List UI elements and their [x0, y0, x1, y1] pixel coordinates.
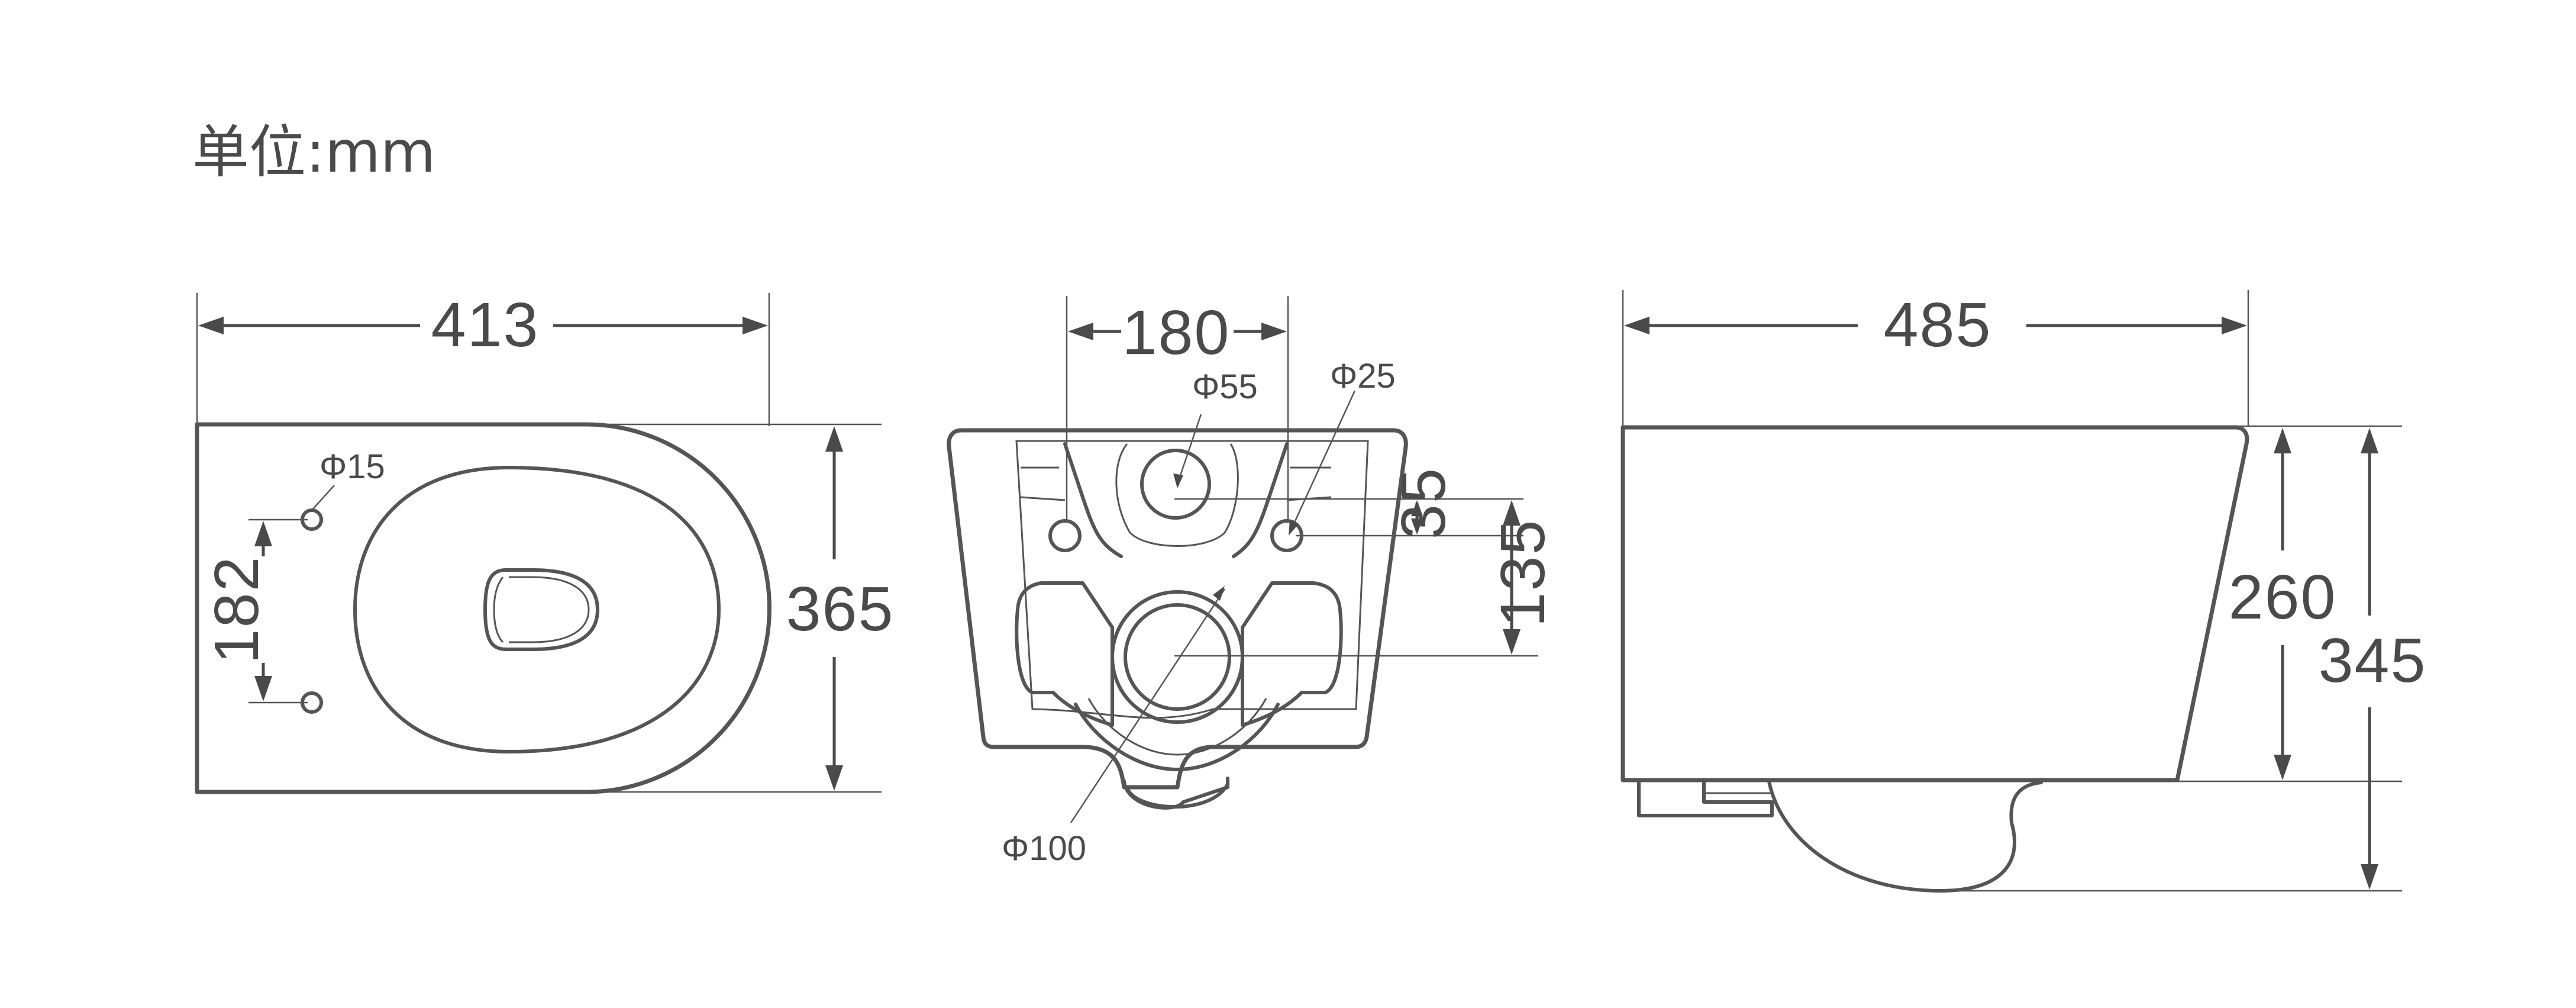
side-view-outline [1621, 425, 2249, 782]
drain-pipe [1122, 777, 1229, 810]
outlet-inner [1124, 603, 1231, 711]
bolt-hole-right [1270, 519, 1303, 552]
hole-spacing-label: 182 [202, 556, 272, 664]
side-bowl [1767, 780, 2043, 893]
unit-label: 单位:mm [192, 119, 435, 185]
inner-cavity [1015, 440, 1369, 719]
top-width-label: 413 [431, 290, 540, 360]
outlet-height-label: 135 [1488, 519, 1558, 627]
top-depth-label: 365 [786, 574, 895, 644]
bolt-hole-left [1048, 519, 1082, 552]
hole-diameter-label: Φ15 [319, 447, 385, 486]
inlet-offset-label: 35 [1389, 467, 1458, 539]
outlet-diameter-label: Φ100 [1002, 829, 1086, 868]
bowl-rim [353, 466, 721, 753]
inlet-diameter-label: Φ55 [1192, 368, 1258, 406]
body-height-label: 260 [2229, 562, 2337, 632]
top-view-outline [195, 422, 771, 794]
seat-hole-bottom [301, 691, 323, 714]
total-height-label: 345 [2319, 626, 2427, 695]
side-length-label: 485 [1884, 290, 1992, 360]
bolt-spacing-label: 180 [1122, 298, 1231, 368]
inlet-circle [1140, 449, 1211, 520]
back-view-outline [947, 428, 1408, 790]
bolt-diameter-label: Φ25 [1330, 357, 1396, 395]
back-view: 180 Φ55 Φ25 Φ100 35 135 [947, 296, 1558, 868]
flush-outlet [483, 568, 599, 651]
top-view: 413 365 182 Φ15 [195, 290, 895, 794]
outlet-outer [1111, 590, 1244, 724]
side-view: 485 260 345 [1621, 290, 2427, 893]
mounting-bracket [1637, 778, 1774, 817]
